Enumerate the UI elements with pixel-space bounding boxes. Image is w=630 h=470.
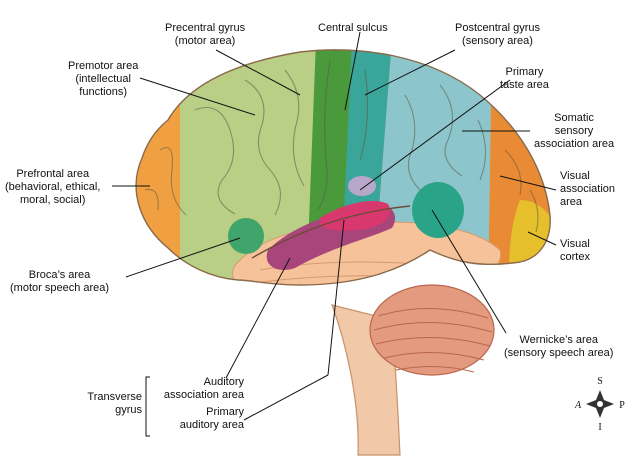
label-brocas-area: Broca’s area(motor speech area): [10, 269, 110, 294]
cerebrum: [136, 49, 551, 285]
compass-north: S: [597, 376, 603, 387]
compass-east: P: [619, 400, 625, 411]
label-central-sulcus: Central sulcus: [318, 22, 388, 34]
broca-region: [228, 218, 264, 254]
label-postcentral-gyrus: Postcentral gyrus(sensory area): [455, 22, 540, 47]
visual-cortex-region: [509, 200, 551, 285]
label-wernickes-area: Wernicke’s area(sensory speech area): [504, 334, 614, 359]
label-precentral-gyrus: Precentral gyrus(motor area): [165, 22, 246, 47]
leader-lines: [112, 31, 557, 437]
taste-region: [348, 176, 376, 196]
wernicke-region: [412, 182, 464, 238]
label-prefrontal-area: Prefrontal area(behavioral, ethical,mora…: [5, 168, 101, 206]
compass-west: A: [574, 400, 582, 411]
orientation-compass: S A P I: [574, 376, 625, 433]
cerebellum: [369, 284, 495, 376]
compass-south: I: [598, 422, 601, 433]
